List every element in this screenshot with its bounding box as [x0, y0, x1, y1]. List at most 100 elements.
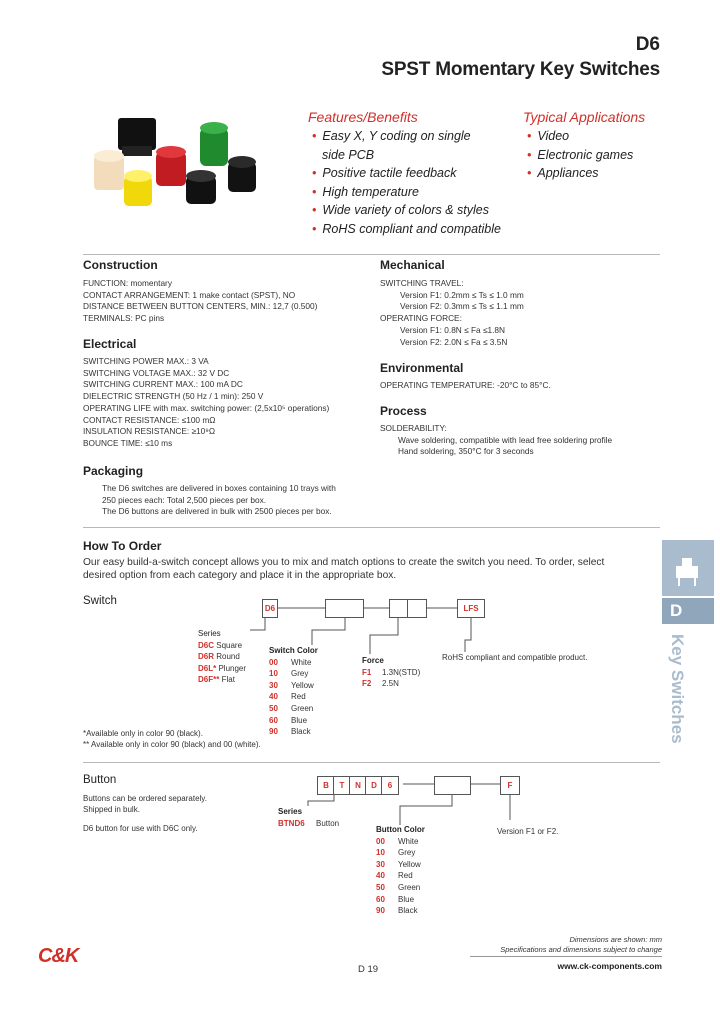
paragraph-line: Our easy build-a-switch concept allows y… — [83, 557, 605, 568]
button-description: Buttons can be ordered separately. Shipp… — [83, 793, 207, 834]
order-box-color[interactable] — [325, 599, 364, 618]
environmental-heading: Environmental — [380, 361, 464, 375]
order-box-force-a[interactable] — [389, 599, 409, 618]
order-box-color[interactable] — [434, 776, 471, 795]
paragraph-line: Buttons can be ordered separately. — [83, 794, 207, 803]
button-connector-lines — [307, 783, 511, 825]
spec-line: DIELECTRIC STRENGTH (50 Hz / 1 min): 250… — [83, 391, 264, 402]
spec-line: OPERATING FORCE: — [380, 313, 462, 324]
page-title: SPST Momentary Key Switches — [381, 59, 660, 80]
list-item: •Video — [527, 129, 570, 143]
process-specs: SOLDERABILITY: Wave soldering, compatibl… — [380, 423, 612, 458]
order-box-lfs[interactable]: LFS — [457, 599, 485, 618]
divider — [83, 254, 660, 255]
paragraph-line: desired option from each category and pl… — [83, 569, 397, 581]
process-heading: Process — [380, 404, 427, 418]
spec-line: Version F1: 0.8N ≤ Fa ≤1.8N — [400, 324, 506, 335]
switch-icon — [676, 558, 698, 586]
switch-series-options: Series D6C Square D6R Round D6L* Plunger… — [198, 628, 246, 686]
list-item: side PCB — [322, 147, 375, 162]
page-number: D 19 — [358, 964, 379, 975]
side-tab-letter: D — [662, 598, 714, 624]
footnote: *Available only in color 90 (black). — [83, 729, 203, 738]
footer-note: Specifications and dimensions subject to… — [500, 944, 662, 954]
environmental-specs: OPERATING TEMPERATURE: -20°C to 85°C. — [380, 380, 551, 392]
packaging-heading: Packaging — [83, 464, 144, 478]
list-item: •Wide variety of colors & styles — [312, 203, 489, 217]
list-item: •Positive tactile feedback — [312, 166, 457, 180]
order-box-force-b[interactable] — [407, 599, 427, 618]
footnote: ** Available only in color 90 (black) an… — [83, 740, 261, 749]
spec-line: Hand soldering, 350°C for 3 seconds — [398, 446, 534, 457]
spec-line: OPERATING TEMPERATURE: -20°C to 85°C. — [380, 380, 551, 390]
option-heading: Series — [198, 629, 221, 638]
spec-line: SWITCHING POWER MAX.: 3 VA — [83, 356, 209, 366]
option-row: D6R Round — [198, 652, 240, 662]
button-version-note: Version F1 or F2. — [497, 827, 559, 836]
option-heading: Series — [278, 807, 303, 816]
paragraph-line: Shipped in bulk. — [83, 805, 140, 814]
features-list: •Easy X, Y coding on single side PCB •Po… — [312, 127, 501, 238]
spec-line: The D6 switches are delivered in boxes c… — [102, 483, 336, 493]
order-box-letter[interactable]: 6 — [381, 776, 399, 795]
features-heading: Features/Benefits — [308, 109, 418, 125]
side-tab-icon-area — [662, 540, 714, 596]
rohs-note: RoHS compliant and compatible product. — [442, 653, 588, 662]
list-item: •High temperature — [312, 184, 419, 199]
order-box-series[interactable]: D6 — [262, 599, 278, 618]
mechanical-heading: Mechanical — [380, 258, 445, 272]
spec-line: Version F1: 0.2mm ≤ Ts ≤ 1.0 mm — [400, 289, 524, 300]
ck-logo: C&K — [38, 945, 79, 967]
spec-line: The D6 buttons are delivered in bulk wit… — [102, 506, 332, 517]
order-box-version[interactable]: F — [500, 776, 520, 795]
footer-notes: Dimensions are shown: mm Specifications … — [500, 935, 662, 954]
spec-line: SWITCHING VOLTAGE MAX.: 32 V DC — [83, 367, 230, 378]
side-tab-text: Key Switches — [668, 634, 687, 744]
switch-connector-lines — [250, 607, 472, 654]
spec-line: Version F2: 0.3mm ≤ Ts ≤ 1.1 mm — [400, 301, 524, 312]
switch-label: Switch — [83, 595, 117, 607]
construction-heading: Construction — [83, 258, 158, 272]
spec-line: DISTANCE BETWEEN BUTTON CENTERS, MIN.: 1… — [83, 301, 318, 312]
section-code: D6 — [635, 34, 660, 55]
website-link[interactable]: www.ck-components.com — [557, 961, 662, 971]
option-row: D6F** Flat — [198, 675, 235, 685]
list-item: •RoHS compliant and compatible — [312, 221, 501, 236]
spec-line: TERMINALS: PC pins — [83, 313, 165, 324]
paragraph-line: D6 button for use with D6C only. — [83, 824, 198, 833]
option-row: D6L* Plunger — [198, 663, 247, 673]
electrical-specs: SWITCHING POWER MAX.: 3 VA SWITCHING VOL… — [83, 356, 329, 450]
footer-note: Dimensions are shown: mm — [569, 935, 662, 944]
side-tab-label: Key Switches — [663, 630, 689, 750]
spec-line: SWITCHING CURRENT MAX.: 100 mA DC — [83, 379, 243, 390]
button-label: Button — [83, 774, 117, 786]
applications-heading: Typical Applications — [523, 109, 646, 125]
spec-line: SOLDERABILITY: — [380, 423, 447, 433]
spec-line: OPERATING LIFE with max. switching power… — [83, 402, 330, 413]
product-photo — [94, 118, 256, 206]
spec-line: Wave soldering, compatible with lead fre… — [398, 434, 613, 445]
switch-footnotes: *Available only in color 90 (black). ** … — [83, 728, 261, 750]
divider — [83, 762, 660, 763]
mechanical-specs: SWITCHING TRAVEL: Version F1: 0.2mm ≤ Ts… — [380, 278, 524, 348]
spec-line: 250 pieces each: Total 2,500 pieces per … — [102, 494, 267, 505]
option-heading: Button Color — [376, 825, 425, 834]
electrical-heading: Electrical — [83, 337, 137, 351]
